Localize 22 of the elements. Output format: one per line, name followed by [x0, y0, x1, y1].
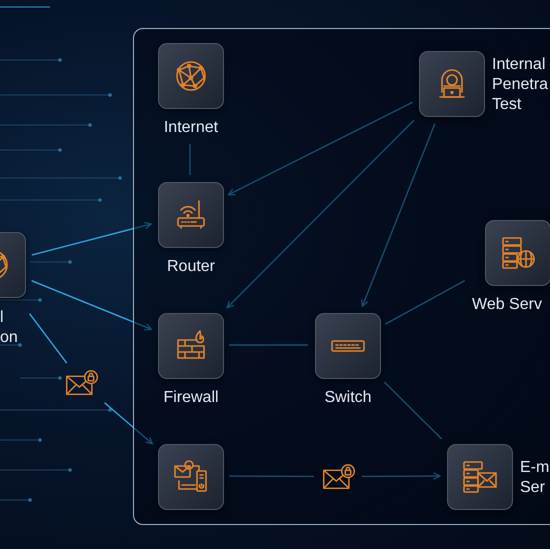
arrow: [32, 222, 152, 256]
node-label: Web Serv: [472, 295, 543, 315]
node-label: Router: [166, 257, 216, 277]
arrow: [228, 102, 413, 196]
network-boundary-frame: [133, 28, 550, 525]
node-label: Internet: [162, 118, 220, 138]
connector-line: [384, 280, 466, 325]
connector-line: [189, 144, 191, 175]
node-label: Internal Penetra Test: [492, 55, 550, 115]
arrow: [31, 280, 152, 330]
arrow: [362, 472, 441, 480]
arrow: [226, 120, 414, 308]
connector-line: [229, 475, 314, 478]
node-label: Firewall: [162, 388, 220, 408]
connector-line: [29, 313, 68, 364]
node-label: l on: [0, 308, 19, 348]
arrow: [361, 123, 436, 308]
connector-line: [229, 344, 308, 346]
connector-line: [384, 382, 442, 440]
node-label: E-m Ser: [520, 458, 550, 498]
node-label: Switch: [323, 388, 373, 408]
arrow: [104, 402, 154, 444]
